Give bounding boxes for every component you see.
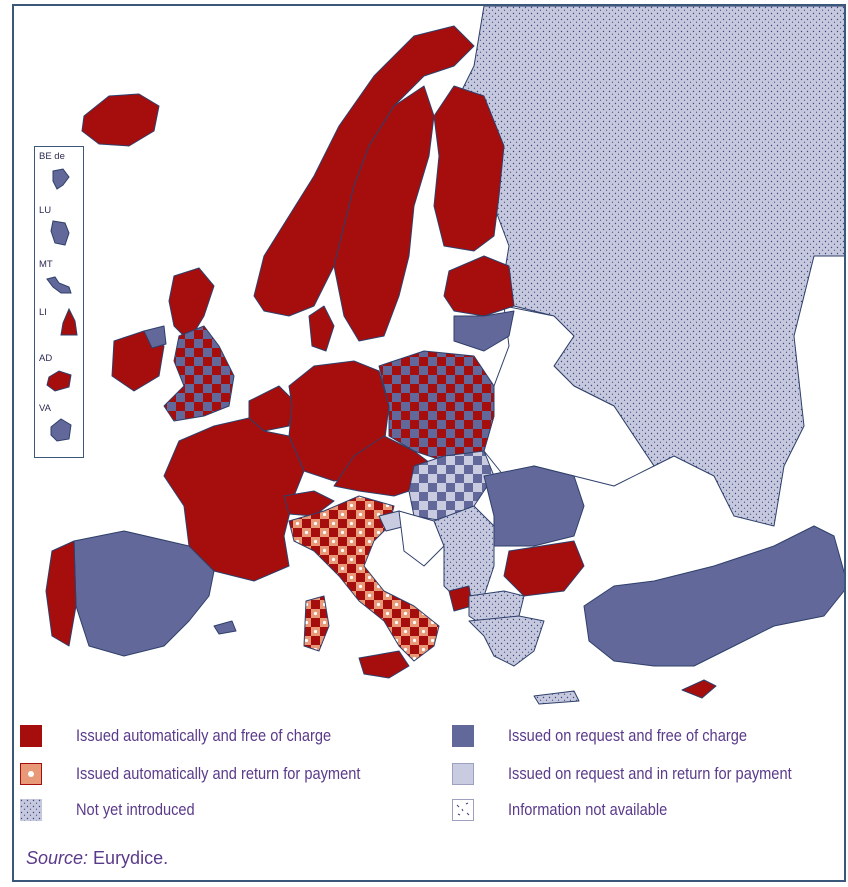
- inset-label-mt: MT: [39, 259, 53, 270]
- region-bulgaria: [503, 540, 585, 597]
- europe-map: [45, 6, 844, 705]
- legend-item-request-free: Issued on request and free of charge: [452, 724, 786, 748]
- region-croatia: [398, 510, 445, 567]
- region-portugal: [45, 540, 77, 647]
- legend-label: Not yet introduced: [76, 800, 195, 819]
- region-finland: [433, 85, 505, 252]
- region-france: [163, 417, 305, 582]
- region-spain: [73, 530, 215, 657]
- microstates-inset: BE de LU MT LI AD VA: [34, 146, 84, 458]
- inset-label-ad: AD: [39, 353, 53, 364]
- region-greece: [468, 615, 545, 667]
- swatch-not-introduced: [20, 799, 42, 821]
- region-sardinia: [303, 595, 330, 652]
- inset-shape-li: [60, 307, 78, 336]
- swatch-auto-payment: [20, 763, 42, 785]
- swatch-request-free: [452, 725, 474, 747]
- legend-label: Issued automatically and return for paym…: [76, 764, 361, 783]
- legend-item-auto-payment: Issued automatically and return for paym…: [20, 762, 407, 786]
- region-switzerland: [283, 490, 335, 517]
- swatch-auto-free: [20, 725, 42, 747]
- inset-shape-mt: [46, 276, 72, 294]
- legend-label: Issued on request and free of charge: [508, 726, 747, 745]
- region-estonia-latvia: [443, 255, 515, 317]
- source-note: Source: Eurydice.: [26, 848, 168, 869]
- region-italy: [288, 495, 440, 662]
- inset-label-li: LI: [39, 307, 47, 318]
- region-iceland: [81, 93, 160, 147]
- region-n-ireland: [143, 325, 167, 349]
- region-denmark: [308, 305, 335, 352]
- region-romania: [483, 465, 585, 547]
- region-balearic: [213, 620, 237, 635]
- legend-label: Information not available: [508, 800, 668, 819]
- region-england: [163, 325, 235, 422]
- map-frame: BE de LU MT LI AD VA Issued automaticall…: [12, 4, 846, 882]
- inset-shape-lu: [50, 220, 70, 246]
- inset-label-lu: LU: [39, 205, 52, 216]
- region-cyprus: [681, 679, 717, 699]
- inset-shape-va: [50, 418, 72, 442]
- region-turkey: [583, 525, 844, 667]
- region-lithuania: [453, 310, 515, 352]
- inset-shape-ad: [46, 370, 72, 392]
- region-sweden: [333, 85, 435, 342]
- legend-label: Issued on request and in return for paym…: [508, 764, 792, 783]
- region-sicily: [358, 650, 410, 679]
- legend-item-auto-free: Issued automatically and free of charge: [20, 724, 373, 748]
- inset-shape-be-de: [52, 168, 70, 190]
- source-prefix: Source:: [26, 848, 89, 868]
- source-text: Eurydice.: [88, 848, 169, 868]
- legend-item-request-payment: Issued on request and in return for paym…: [452, 762, 838, 786]
- legend-item-not-available: Information not available: [452, 798, 693, 822]
- region-norway: [253, 25, 475, 317]
- inset-label-va: VA: [39, 403, 51, 414]
- legend-label: Issued automatically and free of charge: [76, 726, 332, 745]
- legend: Issued automatically and free of charge …: [20, 722, 844, 842]
- legend-item-not-introduced: Not yet introduced: [20, 798, 214, 822]
- swatch-not-available: [452, 799, 474, 821]
- inset-label-be-de: BE de: [39, 151, 65, 162]
- swatch-request-payment: [452, 763, 474, 785]
- region-crete: [533, 690, 580, 705]
